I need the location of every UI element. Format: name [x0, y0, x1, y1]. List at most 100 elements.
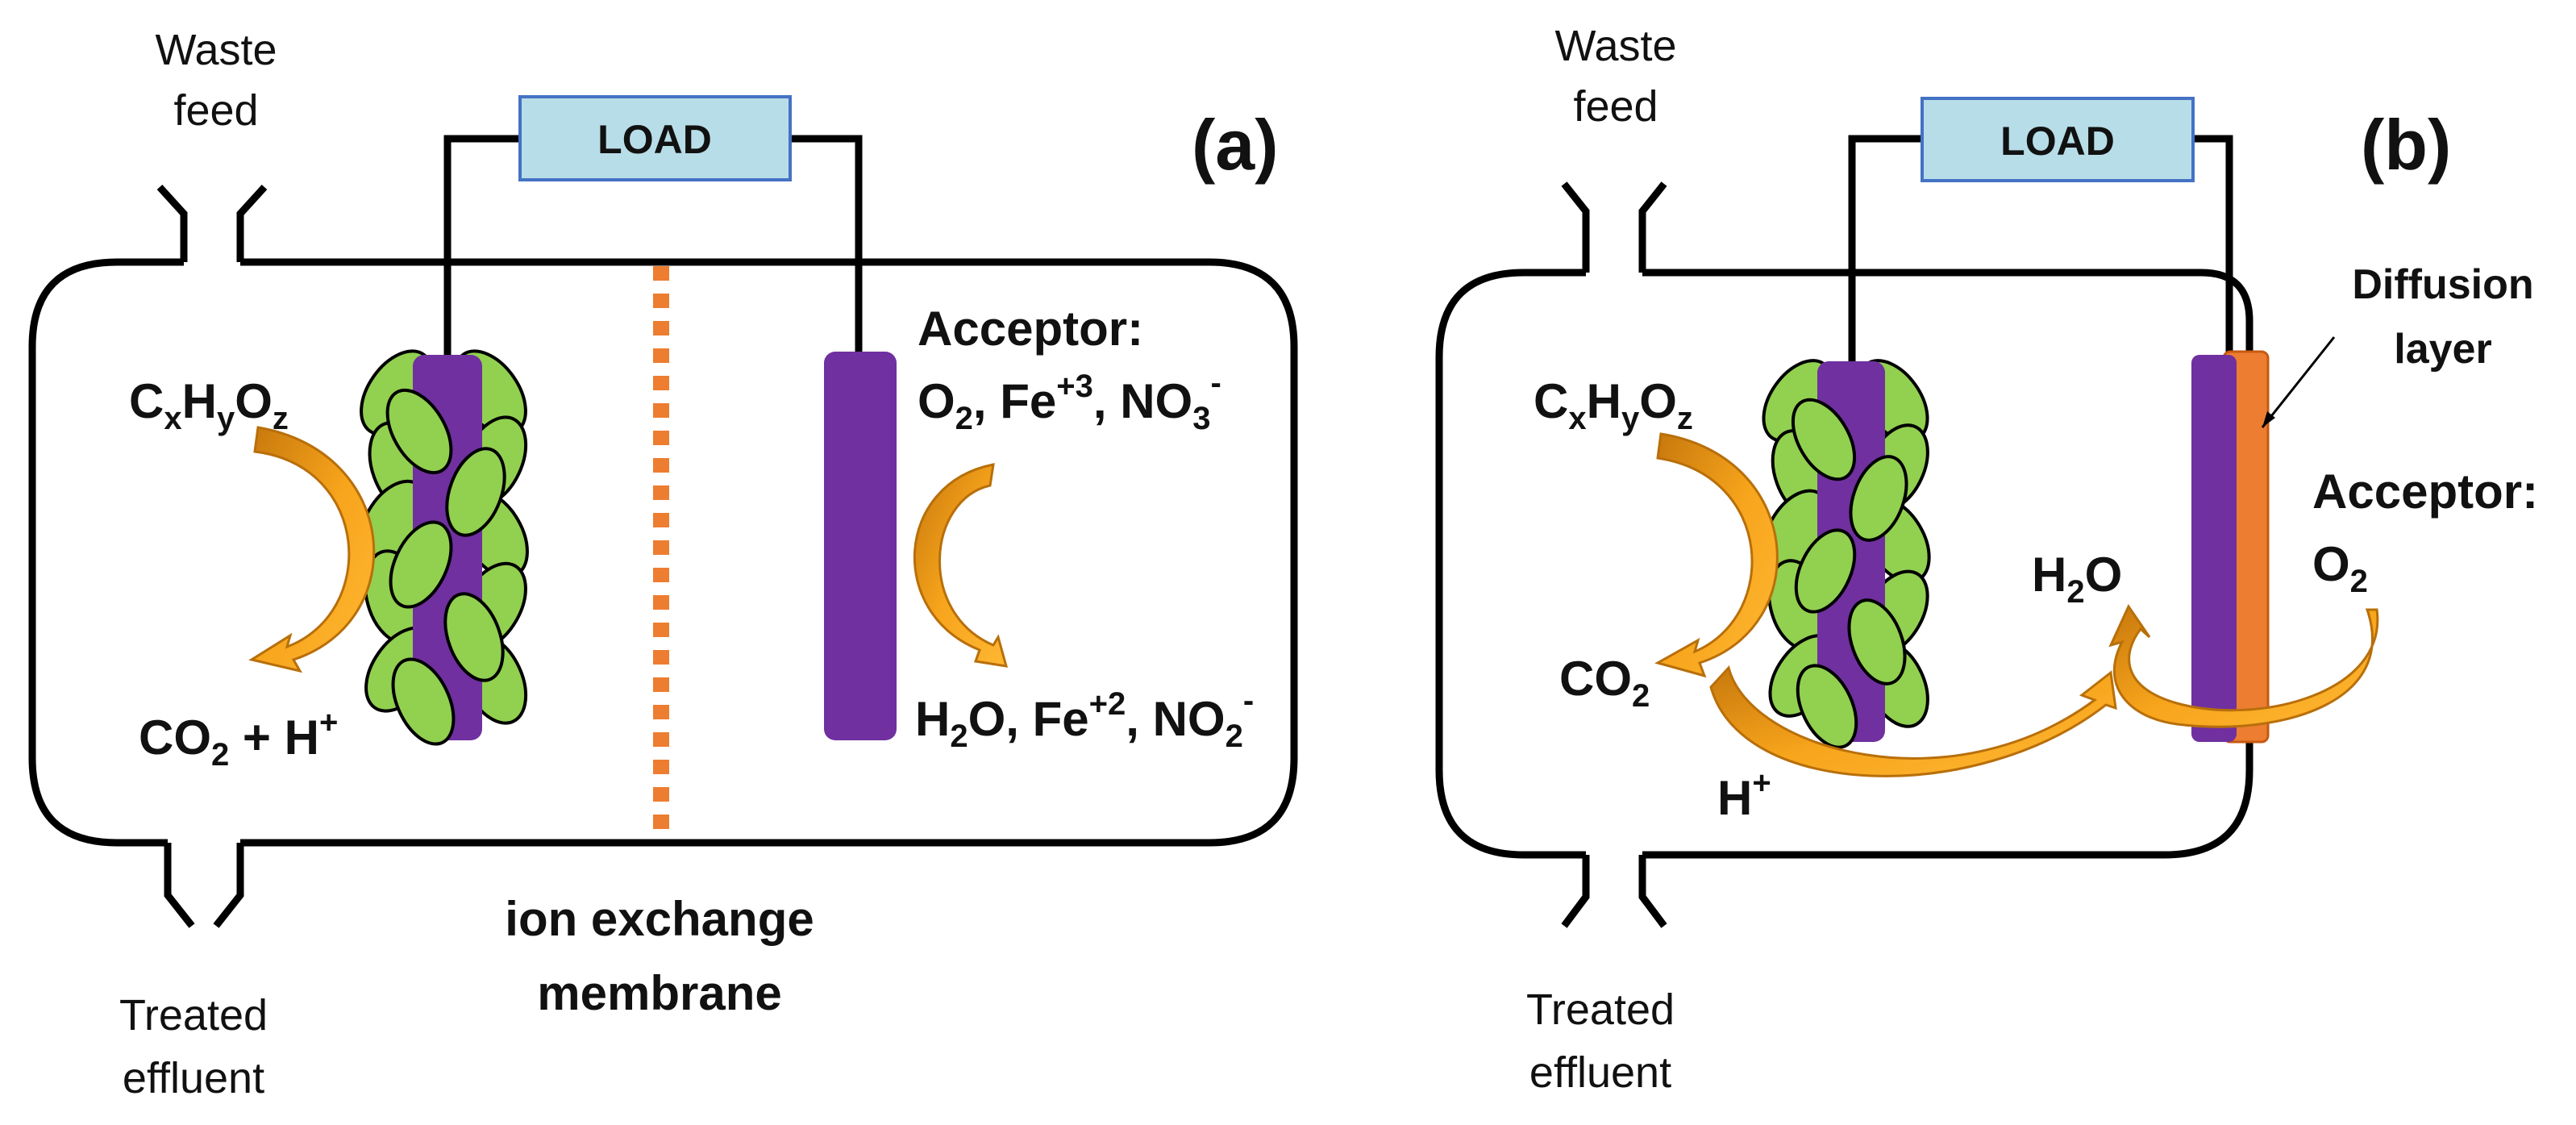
membrane-label-1: ion exchange [505, 892, 814, 946]
waste-feed-label-a-2: feed [173, 86, 258, 135]
formula-part: + [319, 705, 338, 740]
formula-part: H [1717, 771, 1752, 825]
formula-part: 2 [955, 401, 973, 436]
anode-biofilm-a [358, 349, 529, 746]
formula-part: O, Fe [968, 692, 1089, 746]
water-label-b: H2O [2032, 548, 2122, 610]
diffusion-pointer-head [2262, 411, 2275, 427]
diffusion-label-1: Diffusion [2352, 261, 2533, 308]
oxidation-arrow-a [248, 426, 376, 673]
waste-inlet-a [156, 184, 268, 262]
formula-part: 2 [2350, 564, 2368, 599]
formula-part: C [129, 374, 164, 428]
bacterium [443, 592, 505, 682]
oxidation-products-a: CO2 + H+ [139, 705, 338, 773]
formula-part: - [1243, 683, 1254, 719]
anode-biofilm-b [1762, 359, 1931, 749]
formula-part: O [2312, 537, 2350, 591]
bacterium [389, 520, 453, 609]
reduced-products-a: H2O, Fe+2, NO2- [915, 683, 1254, 754]
formula-part: +2 [1089, 686, 1126, 722]
formula-part: CO [139, 710, 211, 765]
effluent-outlet-a [164, 843, 244, 928]
formula-part: 2 [211, 737, 229, 773]
load-label-a: LOAD [597, 117, 712, 162]
treated-effluent-label-a-2: effluent [123, 1054, 264, 1102]
reduction-arrow-a [913, 463, 1009, 668]
treated-effluent-label-a-1: Treated [119, 991, 268, 1040]
diffusion-label-2: layer [2394, 326, 2491, 373]
formula-part: x [164, 401, 181, 436]
oxidation-arrow-b [1654, 432, 1779, 678]
formula-part: O [1639, 374, 1677, 428]
substrate-formula-a: CxHyOz [129, 374, 289, 436]
formula-part: 2 [1632, 678, 1650, 714]
treated-effluent-label-b-1: Treated [1526, 985, 1675, 1034]
formula-part: + H [229, 710, 319, 765]
formula-part: 2 [2066, 574, 2084, 610]
formula-part: CO [1559, 652, 1632, 706]
acceptor-list-a: O2, Fe+3, NO3- [918, 365, 1221, 436]
chamber-a-outline [28, 258, 1298, 847]
substrate-formula-b: CxHyOz [1534, 374, 1693, 436]
formula-part: O [235, 374, 273, 428]
load-box-a [518, 95, 792, 181]
proton-arrow-b [1709, 665, 2117, 777]
formula-part: , NO [1126, 692, 1225, 746]
panel-a: LOAD [28, 26, 1298, 1102]
bacterium [1849, 455, 1908, 542]
membrane-label-2: membrane [537, 966, 781, 1020]
formula-part: H [182, 374, 217, 428]
formula-part: - [1210, 365, 1221, 401]
formula-part: y [1621, 401, 1640, 436]
formula-part: C [1534, 374, 1568, 428]
co2-label-b: CO2 [1559, 652, 1650, 714]
formula-part: , Fe [973, 374, 1056, 428]
bacterium [391, 657, 456, 746]
waste-inlet-b [1561, 181, 1667, 273]
bacterium [1796, 664, 1858, 749]
oxygen-arrow-b [2108, 603, 2379, 728]
waste-feed-label-a-1: Waste [155, 26, 277, 74]
cathode-electrode-a [824, 352, 897, 740]
acceptor-title-b: Acceptor: [2312, 465, 2538, 519]
circuit-wire-a [443, 135, 863, 355]
waste-feed-label-b-1: Waste [1554, 22, 1676, 70]
formula-part: O [2085, 548, 2123, 602]
formula-part: H [2032, 548, 2066, 602]
bacterium [445, 447, 506, 537]
load-label-b: LOAD [2000, 119, 2115, 164]
formula-part: , NO [1093, 374, 1192, 428]
diffusion-pointer [2261, 336, 2336, 428]
bacterium [1794, 528, 1857, 614]
bacterium [385, 388, 453, 475]
panel-b: LOAD [1435, 22, 2538, 1097]
formula-part: 3 [1192, 401, 1210, 436]
cathode-electrode-b [2191, 355, 2237, 742]
panel-tag-a: (a) [1192, 105, 1279, 185]
formula-part: z [1677, 401, 1693, 436]
load-box-b [1921, 97, 2195, 182]
formula-part: +3 [1056, 369, 1093, 404]
acceptor-o2-b: O2 [2312, 537, 2368, 599]
acceptor-title-a: Acceptor: [918, 302, 1143, 356]
formula-part: H [1587, 374, 1621, 428]
treated-effluent-label-b-2: effluent [1529, 1048, 1671, 1097]
bacterium [1847, 598, 1907, 685]
formula-part: 2 [1226, 719, 1243, 754]
formula-part: x [1568, 401, 1586, 436]
bacterium [1791, 398, 1857, 481]
formula-part: + [1752, 765, 1771, 801]
panel-tag-b: (b) [2361, 105, 2451, 185]
formula-part: z [273, 401, 289, 436]
waste-feed-label-b-2: feed [1573, 82, 1658, 131]
formula-part: y [217, 401, 235, 436]
effluent-outlet-b [1561, 855, 1667, 928]
formula-part: 2 [950, 719, 968, 754]
formula-part: O [918, 374, 955, 428]
formula-part: H [915, 692, 950, 746]
proton-label-b: H+ [1717, 765, 1771, 825]
circuit-wire-b [1848, 135, 2233, 361]
